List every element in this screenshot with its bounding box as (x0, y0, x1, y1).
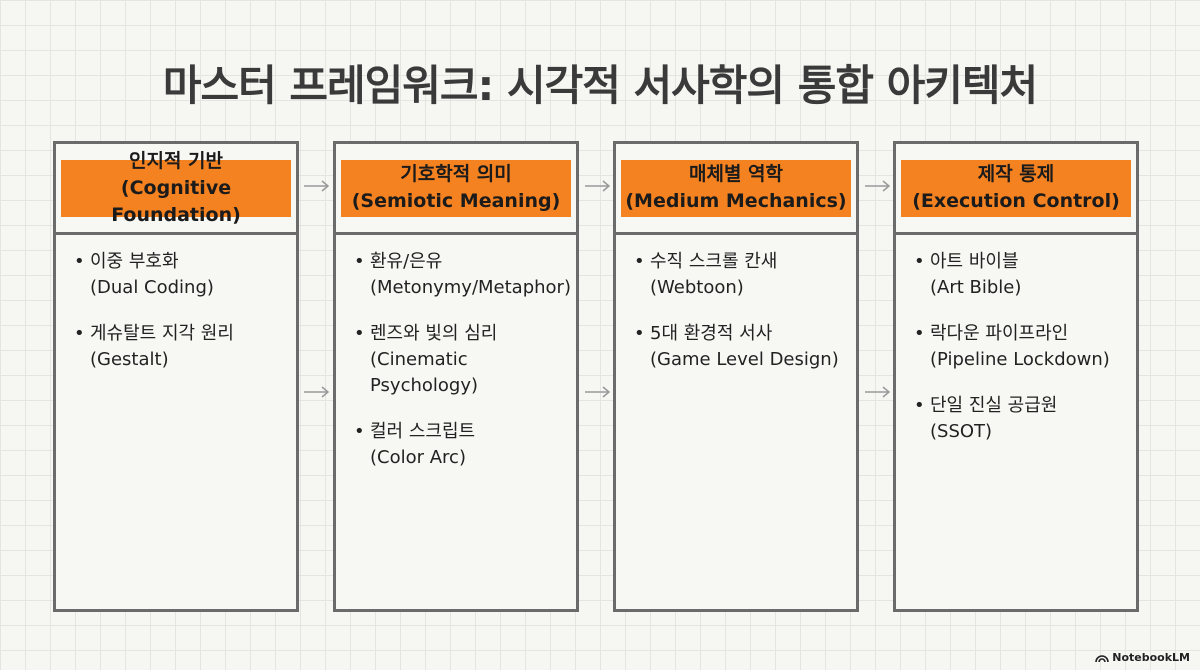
column-label: 기호학적 의미 (Semiotic Meaning) (341, 159, 571, 217)
bullet-icon: • (74, 323, 85, 344)
column-label: 제작 통제 (Execution Control) (901, 159, 1131, 217)
column-heading-ko: 인지적 기반 (128, 149, 223, 172)
notebooklm-watermark: NotebookLM (1095, 651, 1190, 664)
column-header: 기호학적 의미 (Semiotic Meaning) (336, 144, 576, 235)
item-en: (Metonymy/Metaphor) (370, 277, 571, 298)
item-en: (Gestalt) (90, 349, 169, 370)
column-heading-ko: 기호학적 의미 (400, 163, 512, 185)
bullet-icon: • (914, 251, 925, 272)
item-list: • 수직 스크롤 칸새 (Webtoon) • 5대 환경적 서사 (Game Le… (616, 235, 856, 373)
list-item: • 렌즈와 빛의 심리 (Cinematic Psychology) (354, 321, 568, 399)
list-item: • 이중 부호화 (Dual Coding) (74, 249, 288, 301)
column-heading-en: (Medium Mechanics) (625, 190, 847, 212)
bullet-icon: • (634, 251, 645, 272)
arrow-right-icon (304, 180, 330, 192)
column-header: 제작 통제 (Execution Control) (896, 144, 1136, 235)
column-header: 인지적 기반 (Cognitive Foundation) (56, 144, 296, 235)
column-execution-control: 제작 통제 (Execution Control) • 아트 바이블 (Art B… (893, 141, 1139, 612)
column-medium-mechanics: 매체별 역학 (Medium Mechanics) • 수직 스크롤 칸새 (We… (613, 141, 859, 612)
item-en: (Cinematic Psychology) (370, 349, 478, 396)
brand-label: NotebookLM (1112, 651, 1190, 664)
bullet-icon: • (74, 251, 85, 272)
bullet-icon: • (354, 323, 365, 344)
item-en: (Dual Coding) (90, 277, 214, 298)
bullet-icon: • (354, 251, 365, 272)
item-list: • 환유/은유 (Metonymy/Metaphor) • 렌즈와 빛의 심리 (C… (336, 235, 576, 471)
list-item: • 환유/은유 (Metonymy/Metaphor) (354, 249, 571, 301)
item-ko: 단일 진실 공급원 (930, 395, 1058, 416)
column-heading-en: (Semiotic Meaning) (351, 190, 561, 212)
bullet-icon: • (634, 323, 645, 344)
item-ko: 환유/은유 (370, 251, 443, 272)
item-list: • 아트 바이블 (Art Bible) • 락다운 파이프라인 (Pipeline… (896, 235, 1136, 445)
item-ko: 수직 스크롤 칸새 (650, 251, 778, 272)
list-item: • 컬러 스크립트 (Color Arc) (354, 419, 568, 471)
list-item: • 게슈탈트 지각 원리 (Gestalt) (74, 321, 288, 373)
item-list: • 이중 부호화 (Dual Coding) • 게슈탈트 지각 원리 (Gesta… (56, 235, 296, 373)
list-item: • 수직 스크롤 칸새 (Webtoon) (634, 249, 848, 301)
item-ko: 게슈탈트 지각 원리 (90, 323, 234, 344)
column-semiotic-meaning: 기호학적 의미 (Semiotic Meaning) • 환유/은유 (Meton… (333, 141, 579, 612)
column-heading-en: (Cognitive Foundation) (111, 176, 241, 226)
arrow-right-icon (304, 386, 330, 398)
column-heading-en: (Execution Control) (912, 190, 1120, 212)
item-ko: 락다운 파이프라인 (930, 323, 1069, 344)
item-ko: 렌즈와 빛의 심리 (370, 323, 498, 344)
arrow-right-icon (865, 386, 891, 398)
bullet-icon: • (354, 421, 365, 442)
list-item: • 아트 바이블 (Art Bible) (914, 249, 1128, 301)
item-ko: 이중 부호화 (90, 251, 179, 272)
item-en: (Art Bible) (930, 277, 1022, 298)
page-title: 마스터 프레임워크: 시각적 서사학의 통합 아키텍처 (162, 61, 1038, 110)
item-ko: 5대 환경적 서사 (650, 323, 773, 344)
column-cognitive-foundation: 인지적 기반 (Cognitive Foundation) • 이중 부호화 (D… (53, 141, 299, 612)
column-label: 매체별 역학 (Medium Mechanics) (621, 159, 851, 217)
item-en: (Pipeline Lockdown) (930, 349, 1110, 370)
item-ko: 아트 바이블 (930, 251, 1019, 272)
item-en: (SSOT) (930, 421, 993, 442)
item-ko: 컬러 스크립트 (370, 421, 476, 442)
column-heading-ko: 제작 통제 (977, 163, 1055, 185)
bullet-icon: • (914, 395, 925, 416)
arrow-right-icon (865, 180, 891, 192)
list-item: • 5대 환경적 서사 (Game Level Design) (634, 321, 848, 373)
column-label: 인지적 기반 (Cognitive Foundation) (61, 150, 291, 226)
item-en: (Webtoon) (650, 277, 744, 298)
notebooklm-logo-icon (1095, 654, 1110, 662)
list-item: • 단일 진실 공급원 (SSOT) (914, 393, 1128, 445)
column-header: 매체별 역학 (Medium Mechanics) (616, 144, 856, 235)
item-en: (Color Arc) (370, 447, 466, 468)
column-heading-ko: 매체별 역학 (688, 163, 783, 185)
arrow-right-icon (585, 386, 611, 398)
list-item: • 락다운 파이프라인 (Pipeline Lockdown) (914, 321, 1128, 373)
bullet-icon: • (914, 323, 925, 344)
arrow-right-icon (585, 180, 611, 192)
item-en: (Game Level Design) (650, 349, 839, 370)
